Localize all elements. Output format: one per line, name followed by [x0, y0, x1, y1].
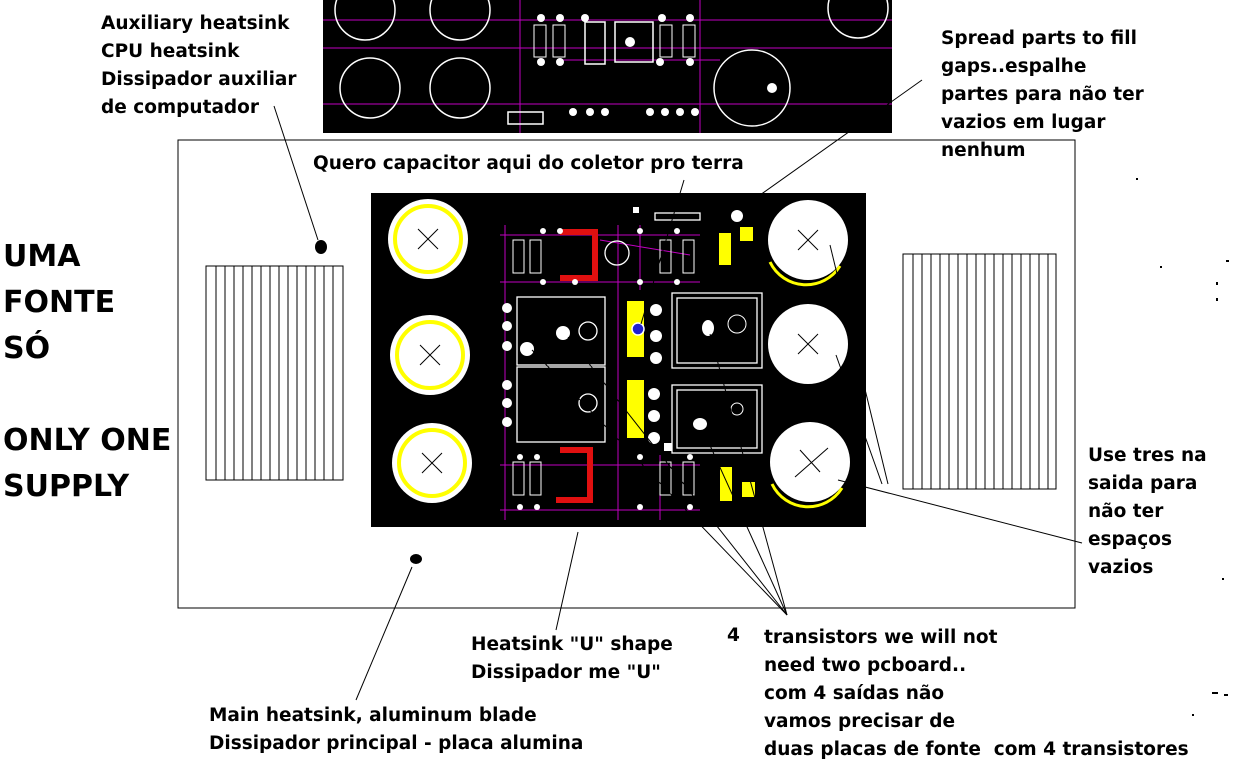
capacitor-right-top [768, 200, 848, 287]
top-pcb-crop [323, 0, 892, 133]
label-heatsink-u: Heatsink "U" shape Dissipador me "U" [471, 634, 673, 683]
label-uma-fonte: UMA FONTE SÓ ONLY ONE SUPPLY [3, 239, 172, 504]
label-use-tres: Use tres na saida para não ter espaços v… [1088, 445, 1207, 578]
label-four: 4 [727, 625, 740, 646]
left-aux-heatsink [205, 265, 344, 481]
label-quero-capacitor: Quero capacitor aqui do coletor pro terr… [313, 153, 744, 174]
main-pcb [371, 193, 866, 527]
capacitor-left-mid [390, 315, 470, 395]
label-aux-heatsink: Auxiliary heatsink CPU heatsink Dissipad… [101, 13, 297, 118]
marker-dot-main [410, 554, 422, 564]
right-aux-heatsink [902, 253, 1057, 490]
marker-dot-aux [315, 240, 327, 254]
u-heatsink-bottom [556, 447, 593, 503]
capacitor-left-bottom [392, 423, 472, 503]
capacitor-right-mid [768, 304, 848, 384]
label-spread-parts: Spread parts to fill gaps..espalhe parte… [941, 28, 1144, 161]
u-heatsink-top [560, 229, 598, 281]
main-heatsink-outline [177, 139, 1076, 609]
stray-marks [1136, 178, 1229, 716]
capacitor-left-top [388, 199, 468, 279]
leader-lines [273, 79, 1083, 701]
collector-pad-highlight [631, 322, 645, 336]
label-main-heatsink: Main heatsink, aluminum blade Dissipador… [209, 705, 584, 754]
label-transistors: transistors we will not need two pcboard… [764, 627, 1189, 760]
